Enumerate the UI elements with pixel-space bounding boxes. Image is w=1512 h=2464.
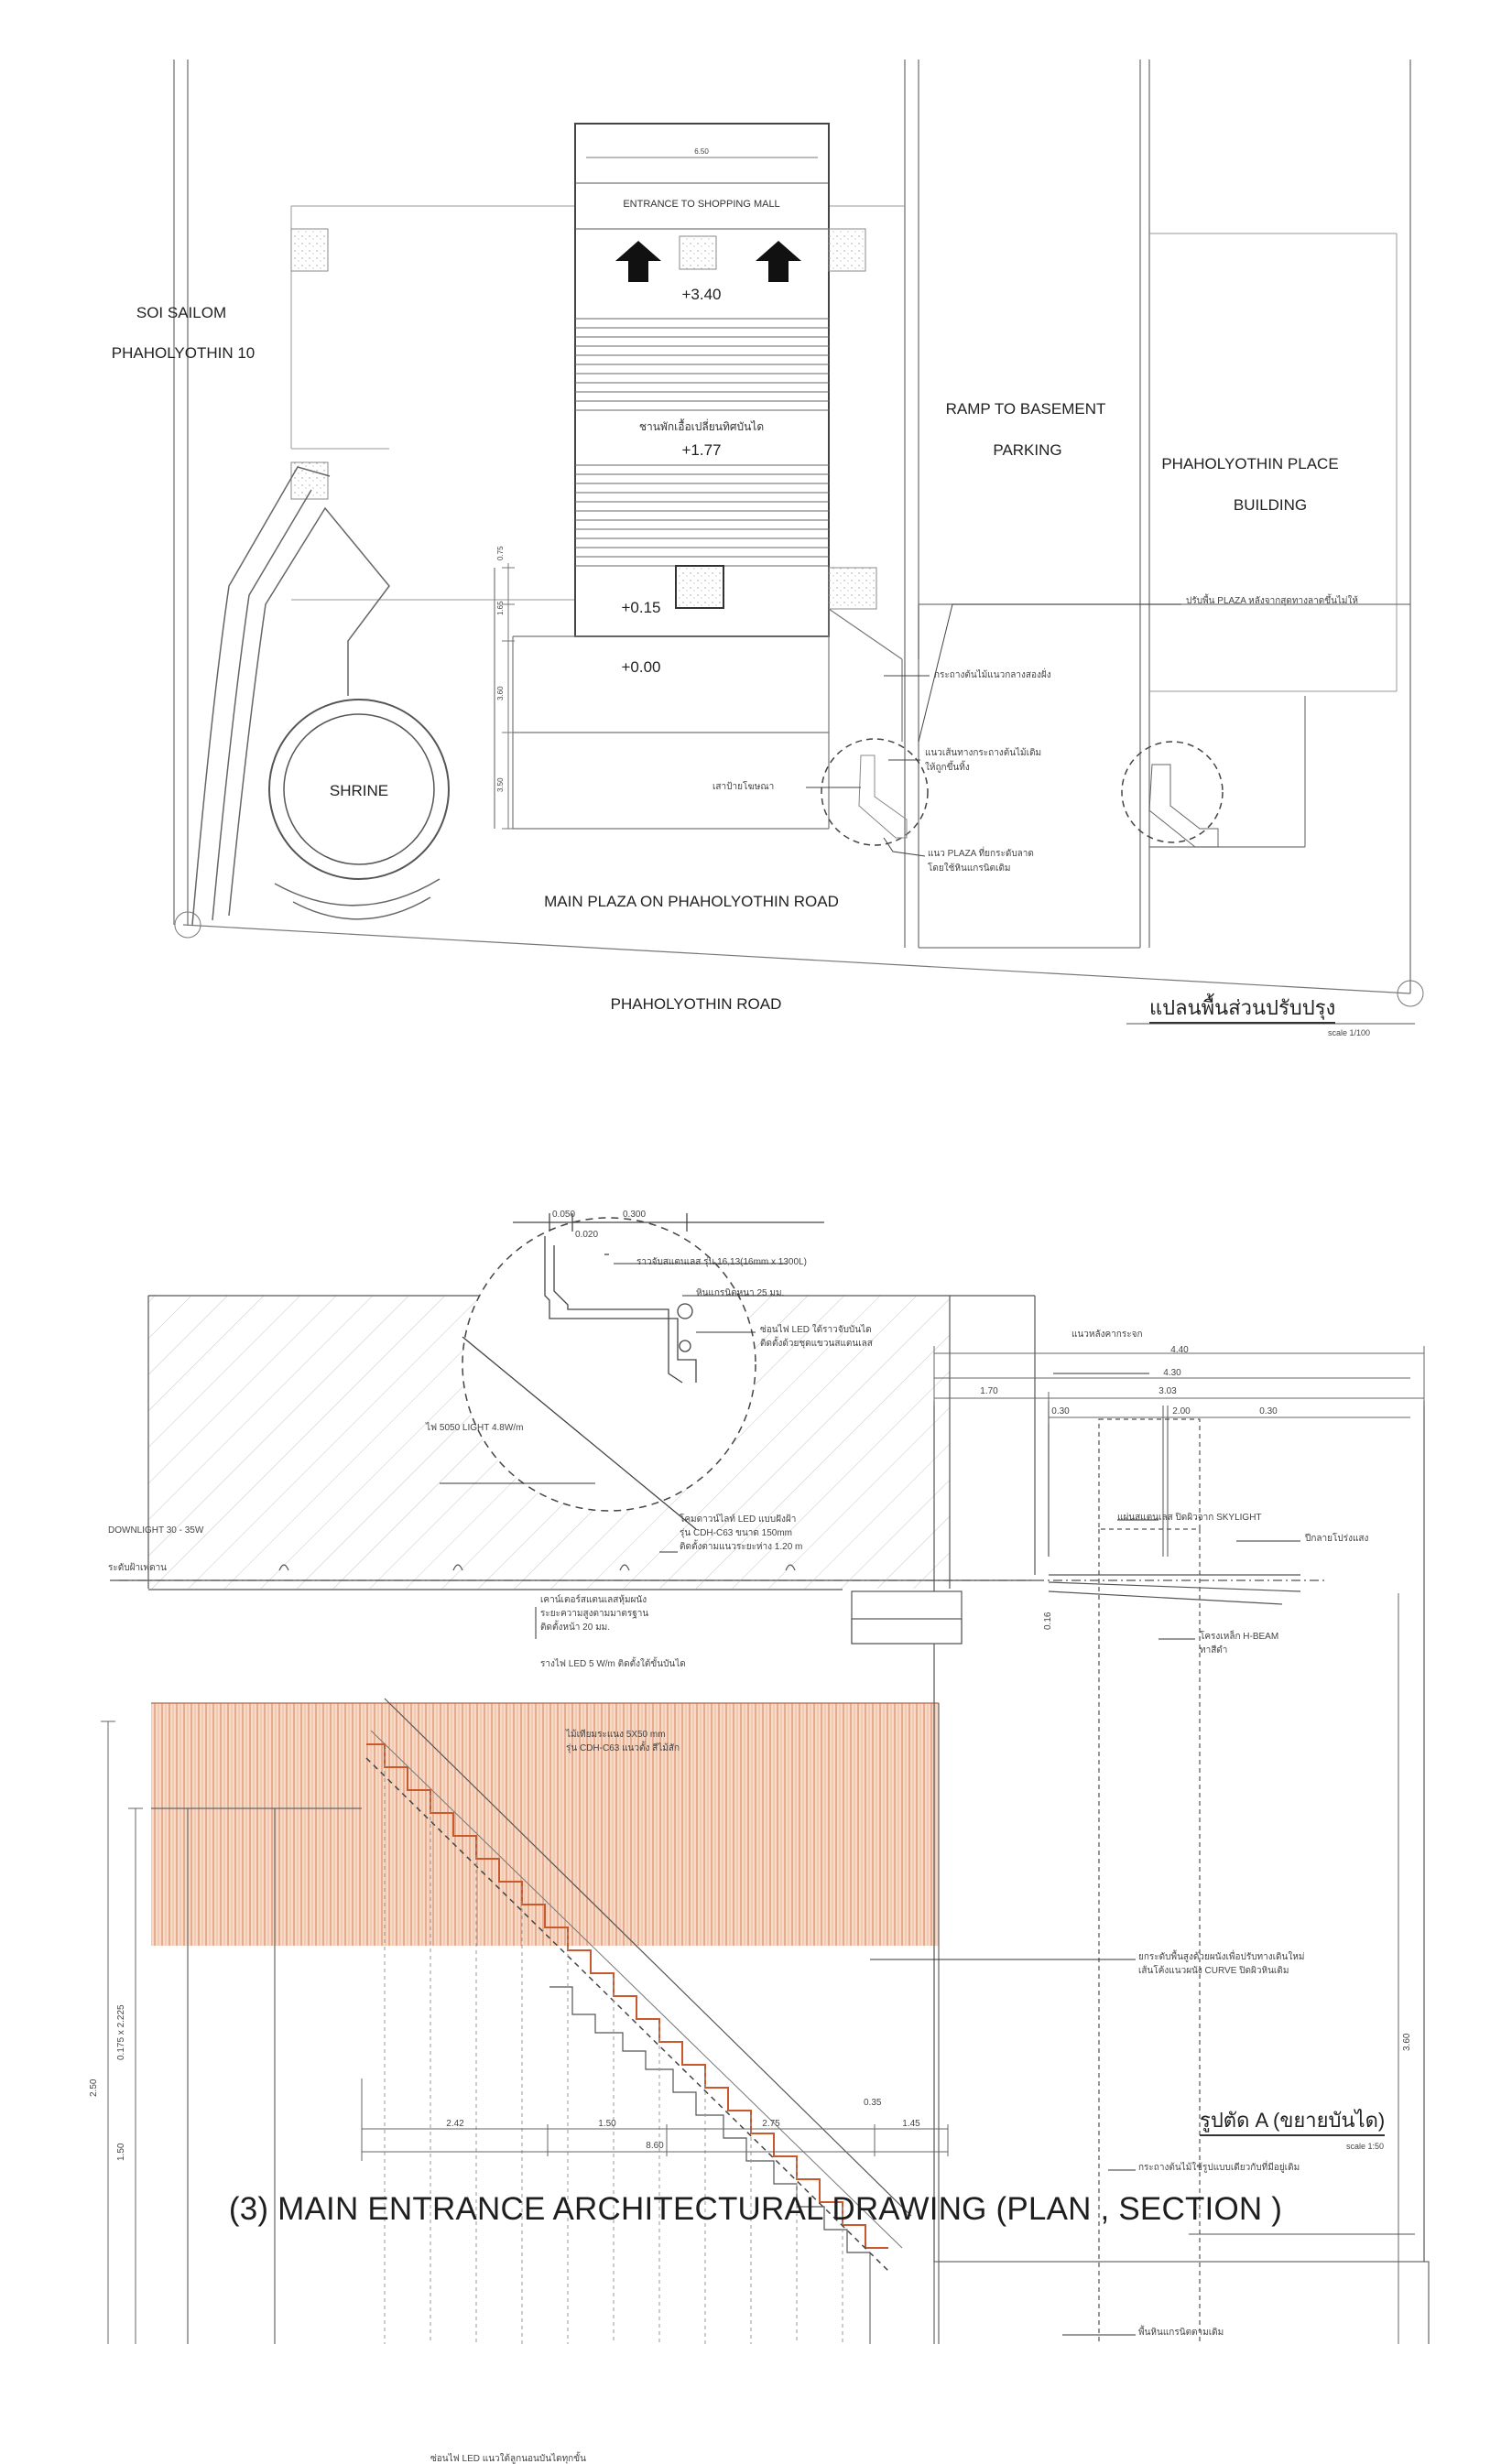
roof-note: แนวหลังคากระจก	[1071, 1330, 1143, 1340]
plan-note-sign-pole: เสาป้ายโฆษณา	[712, 782, 775, 792]
beam-note-2: ทาสีดำ	[1200, 1645, 1228, 1655]
level-low: +0.15	[621, 599, 661, 616]
level-mid: +1.77	[681, 441, 722, 459]
left-dim-2: 1.50	[116, 2143, 126, 2161]
plan-note-raised-plaza-1: แนว PLAZA ที่ยกระดับลาด	[928, 849, 1034, 859]
street-label-phaholyothin-10: PHAHOLYOTHIN 10	[111, 344, 256, 362]
total-dim: 8.60	[646, 2141, 664, 2151]
slat-note-2: รุ่น CDH-C63 แนวตั้ง สีไม้สัก	[566, 1743, 680, 1753]
downlight-note: DOWNLIGHT 30 - 35W	[108, 1525, 204, 1536]
section-title: รูปตัด A (ขยายบันได)	[1200, 2111, 1386, 2136]
plan-linework	[101, 60, 1430, 2344]
building-label-line-2: BUILDING	[1233, 496, 1308, 514]
level-top: +3.40	[681, 286, 722, 303]
ceiling-level-note: ระดับฝ้าเพดาน	[108, 1563, 168, 1573]
plan-note-path-2: ให้ถูกขึ้นทิ้ง	[925, 763, 970, 773]
stair-note-3: ติดตั้งหน้า 20 มม.	[540, 1623, 611, 1633]
plan-note-plaza: ปรับพื้น PLAZA หลังจากสุดทางลาดขึ้นไม่ให…	[1186, 596, 1359, 606]
top-dim-4: 3.03	[1158, 1386, 1177, 1396]
right-dim: 3.60	[1402, 2033, 1412, 2051]
top-dim-6: 2.00	[1172, 1406, 1191, 1417]
top-dim-2: 4.30	[1163, 1368, 1181, 1378]
stair-note-2: ระยะความสูงตามมาตรฐาน	[540, 1609, 649, 1619]
mid-dim: 0.35	[864, 2098, 882, 2108]
top-dim-3: 1.70	[980, 1386, 998, 1396]
plan-note-raised-plaza-2: โดยใช้หินแกรนิตเดิม	[928, 863, 1011, 874]
ceiling-note-3: ติดตั้งตามแนวระยะห่าง 1.20 m	[680, 1542, 803, 1552]
sheet-caption: (3) MAIN ENTRANCE ARCHITECTURAL DRAWING …	[228, 2191, 1283, 2227]
landing-note: ชานพักเอื้อเปลี่ยนทิศบันได	[638, 420, 765, 433]
planter-note: กระถางต้นไม้ใช้รูปแบบเดียวกับที่มีอยู่เด…	[1138, 2163, 1300, 2173]
beam-note-1: โครงเหล็ก H-BEAM	[1200, 1632, 1279, 1642]
detail-note-granite: หินแกรนิตหนา 25 มม.	[696, 1288, 785, 1298]
detail-note-led: ซ่อนไฟ LED ใต้ราวจับบันได	[760, 1325, 872, 1335]
detail-note-rail: ราวจับสแตนเลส รุ่น 16,13(16mm x 1300L)	[636, 1257, 807, 1267]
detail-dim-1: 0.050	[552, 1210, 576, 1220]
plan-dim-1: 0.75	[496, 546, 505, 560]
top-dim-5: 0.30	[1051, 1406, 1070, 1417]
ramp-label-line-2: PARKING	[993, 441, 1062, 459]
plan-dim-2: 1.65	[496, 601, 505, 615]
bottom-dim-3: 2.75	[762, 2119, 780, 2129]
shrine-label: SHRINE	[329, 782, 389, 799]
floor-note: พื้นหินแกรนิตตามเดิม	[1138, 2328, 1224, 2338]
bottom-dim-1: 2.42	[446, 2119, 464, 2129]
skylight-note-2: ปีกลายโปร่งแสง	[1305, 1534, 1369, 1544]
section-scale: scale 1:50	[1346, 2142, 1385, 2151]
plan-note-planter: กระถางต้นไม้แนวกลางสองฝั่ง	[934, 670, 1051, 680]
detail-note-led-2: ติดตั้งด้วยชุดแขวนสแตนเลส	[760, 1339, 873, 1349]
drawing-sheet: SOI SAILOM PHAHOLYOTHIN 10 ENTRANCE TO S…	[89, 60, 1430, 2464]
slat-note-1: ไม้เทียมระแนง 5X50 mm	[566, 1730, 666, 1740]
led-strip-note: รางไฟ LED 5 W/m ติดตั้งใต้ขั้นบันได	[540, 1659, 686, 1669]
stair-note-1: เคาน์เตอร์สแตนเลสหุ้มผนัง	[540, 1595, 647, 1605]
detail-dim-3: 0.020	[575, 1230, 599, 1240]
street-label-soi-sailom: SOI SAILOM	[136, 304, 227, 321]
plan-dim-3: 3.60	[496, 686, 505, 700]
plan-scale: scale 1/100	[1328, 1028, 1371, 1037]
ramp-label-line-1: RAMP TO BASEMENT	[945, 400, 1106, 418]
level-zero: +0.00	[621, 658, 661, 676]
wall-note-1: ยกระดับพื้นสูงด้วยผนังเพื่อปรับทางเดินให…	[1138, 1952, 1305, 1962]
road-label: PHAHOLYOTHIN ROAD	[610, 995, 782, 1013]
plan-title: แปลนพื้นส่วนปรับปรุง	[1149, 998, 1336, 1024]
left-dim-1: 2.50	[89, 2079, 99, 2097]
bottom-dim-2: 1.50	[598, 2119, 616, 2129]
left-dim-3: 0.175 x 2.225	[116, 2004, 126, 2060]
light-note: ไฟ 5050 LIGHT 4.8W/m	[426, 1423, 524, 1433]
top-dim-7: 0.30	[1259, 1406, 1278, 1417]
small-dim: 0.16	[1043, 1612, 1053, 1630]
plan-note-path-1: แนวเส้นทางกระถางต้นไม้เดิม	[925, 748, 1042, 758]
building-label-line-1: PHAHOLYOTHIN PLACE	[1161, 455, 1339, 472]
ceiling-note-1: โคมดาวน์ไลท์ LED แบบฝังฝ้า	[680, 1514, 797, 1525]
ceiling-note-2: รุ่น CDH-C63 ขนาด 150mm	[680, 1528, 793, 1538]
bottom-dim-4: 1.45	[902, 2119, 920, 2129]
detail-dim-2: 0.300	[623, 1210, 647, 1220]
bottom-led-note: ซ่อนไฟ LED แนวใต้ลูกนอนบันไดทุกขั้น	[430, 2454, 586, 2464]
skylight-note-1: แผ่นสแตนเลส ปิดผิวจาก SKYLIGHT	[1117, 1513, 1262, 1523]
entrance-label: ENTRANCE TO SHOPPING MALL	[623, 199, 780, 210]
entrance-width-dimension: 6.50	[694, 147, 709, 156]
main-plaza-label: MAIN PLAZA ON PHAHOLYOTHIN ROAD	[544, 893, 839, 910]
wall-note-2: เส้นโค้งแนวผนัง CURVE ปิดผิวหินเดิม	[1138, 1966, 1289, 1976]
plan-dim-4: 3.50	[496, 777, 505, 792]
top-dim-1: 4.40	[1170, 1345, 1189, 1355]
